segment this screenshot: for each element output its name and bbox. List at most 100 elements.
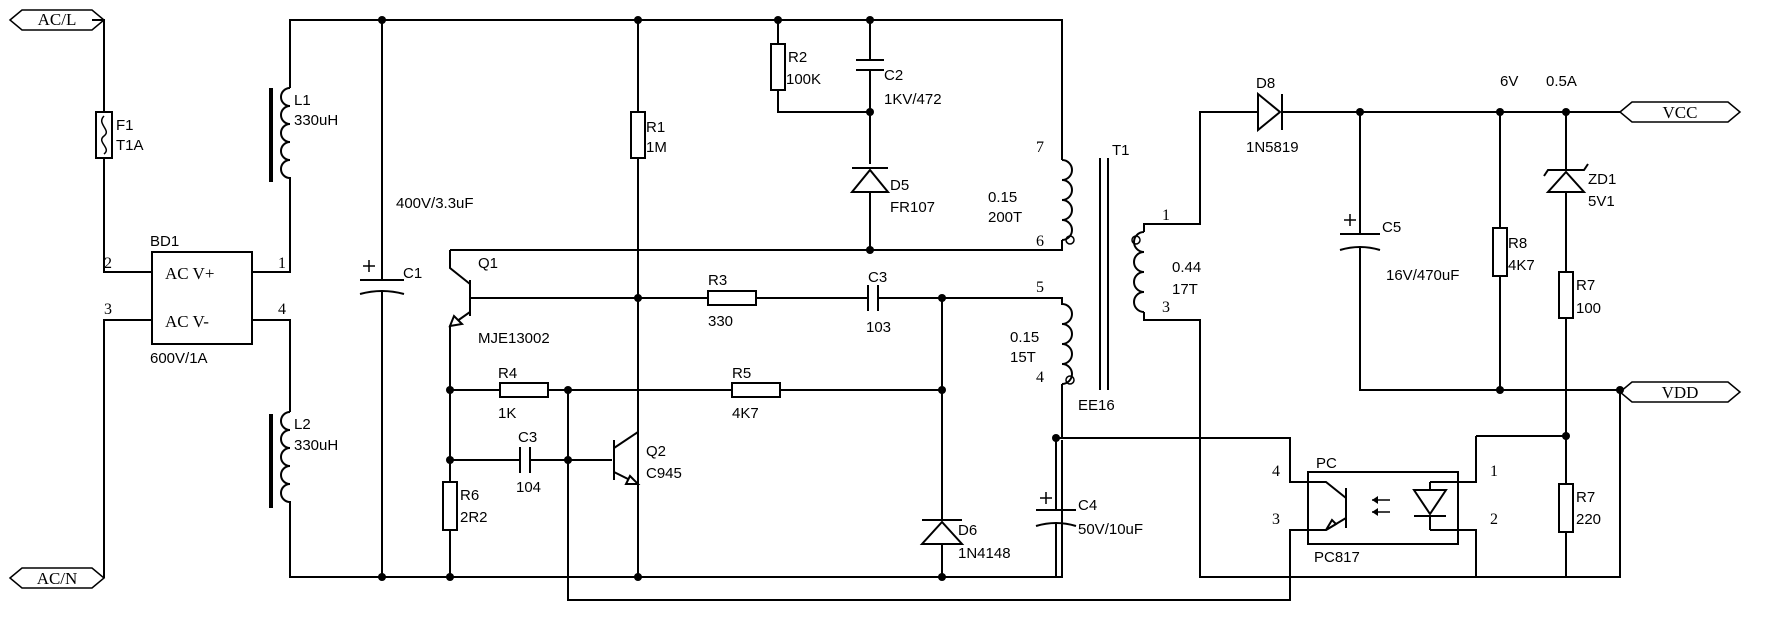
capacitor-c4-value: 50V/10uF [1078,521,1143,538]
resistor-r7a-ref: R7 [1576,277,1595,294]
bridge-rectifier-bd1: BD1 AC V+ AC V- 600V/1A 2 3 1 4 [104,233,286,367]
resistor-r2-ref: R2 [788,49,807,66]
diode-d5-value: FR107 [890,199,935,216]
capacitor-c2: C2 1KV/472 [856,59,942,108]
resistor-r3-ref: R3 [708,272,727,289]
diode-d5-ref: D5 [890,177,909,194]
junction-dots [378,16,1624,581]
transformer-t1: 7 6 5 4 1 3 T1 EE16 0.15 200T 0.15 15T 0… [450,111,1620,578]
feedback-line [638,297,943,577]
t1-pin7: 7 [1036,139,1044,156]
resistor-r5-value: 4K7 [732,405,759,422]
inductor-l2-ref: L2 [294,416,311,433]
resistor-r5: R5 4K7 [731,365,781,422]
resistor-r8-value: 4K7 [1508,257,1535,274]
capacitor-c1-value: 400V/3.3uF [396,195,474,212]
opto-pin4: 4 [1272,463,1280,480]
zener-zd1-value: 5V1 [1588,193,1615,210]
fuse-f1-value: T1A [116,137,144,154]
terminal-ac-n-label: AC/N [37,569,78,588]
resistor-r1-value: 1M [646,139,667,156]
opto-pin3: 3 [1272,511,1280,528]
terminal-vdd-label: VDD [1662,383,1699,402]
resistor-r1: R1 1M [630,20,667,577]
capacitor-c3b-ref: C3 [518,429,537,446]
transistor-q2: Q2 C945 [567,390,1308,601]
inductor-l1-value: 330uH [294,112,338,129]
bridge-line1: AC V+ [165,264,214,283]
optocoupler-part: PC817 [1314,549,1360,566]
resistor-r6: R6 2R2 [442,459,612,531]
bridge-pin4: 4 [278,301,286,318]
capacitor-c3b-value: 104 [516,479,541,496]
resistor-r2-value: 100K [786,71,821,88]
terminal-vcc: VCC [1618,101,1742,123]
transistor-q1-ref: Q1 [478,255,498,272]
resistor-r4-value: 1K [498,405,516,422]
t1-primary-turns: 200T [988,209,1022,226]
wires-input [92,19,1063,578]
bridge-ref: BD1 [150,233,179,250]
t1-pin5: 5 [1036,279,1044,296]
t1-aux-turns: 15T [1010,349,1036,366]
opto-pin2: 2 [1490,511,1498,528]
t1-primary-wire: 0.15 [988,189,1017,206]
optocoupler-pc817: PC PC817 4 3 1 2 [1272,436,1498,566]
t1-pin6: 6 [1036,233,1044,250]
terminal-vcc-label: VCC [1663,103,1698,122]
resistor-r1-ref: R1 [646,119,665,136]
resistor-r4-ref: R4 [498,365,517,382]
t1-secondary-wire: 0.44 [1172,259,1201,276]
transistor-q1-value: MJE13002 [478,330,550,347]
resistor-r3: R3 330 [707,272,757,330]
resistor-r8: R8 4K7 [1492,112,1535,390]
t1-pin1: 1 [1162,207,1170,224]
capacitor-c4: C4 50V/10uF [1035,437,1308,577]
diode-d6: D6 1N4148 [919,390,1011,562]
output-voltage: 6V [1500,73,1518,90]
capacitor-c1: C1 400V/3.3uF [359,20,474,577]
capacitor-c3-103: C3 103 [866,269,891,336]
t1-pin4: 4 [1036,369,1044,386]
t1-secondary-turns: 17T [1172,281,1198,298]
inductor-l2-value: 330uH [294,437,338,454]
resistor-r5-ref: R5 [732,365,751,382]
capacitor-c5-ref: C5 [1382,219,1401,236]
terminal-ac-l: AC/L [8,9,106,31]
diode-d6-ref: D6 [958,522,977,539]
resistor-r3-value: 330 [708,313,733,330]
resistor-r7b-ref: R7 [1576,489,1595,506]
terminal-ac-n: AC/N [8,567,106,589]
bridge-pin2: 2 [104,255,112,272]
diode-d6-value: 1N4148 [958,545,1011,562]
output-current: 0.5A [1546,73,1577,90]
capacitor-c3a-ref: C3 [868,269,887,286]
opto-pin1: 1 [1490,463,1498,480]
capacitor-c1-ref: C1 [403,265,422,282]
bridge-line2: AC V- [165,312,209,331]
zener-zd1-ref: ZD1 [1588,171,1616,188]
terminal-ac-l-label: AC/L [38,10,77,29]
resistor-r7b-value: 220 [1576,511,1601,528]
fuse-f1-ref: F1 [116,117,134,134]
resistor-r6-ref: R6 [460,487,479,504]
inductor-l2: L2 330uH [269,411,338,512]
resistor-r4: R4 1K [498,365,549,422]
capacitor-c2-ref: C2 [884,67,903,84]
capacitor-c4-ref: C4 [1078,497,1097,514]
transistor-q1: Q1 MJE13002 [448,250,638,577]
bridge-pin1: 1 [278,255,286,272]
resistor-r7a-value: 100 [1576,300,1601,317]
zener-zd1: ZD1 5V1 [1543,112,1616,436]
bridge-rating: 600V/1A [150,350,208,367]
terminal-vdd: VDD [1618,381,1742,403]
resistor-r7-100: R7 100 [1558,271,1601,319]
bridge-pin3: 3 [104,301,112,318]
diode-d8: D8 1N5819 [1246,75,1620,156]
resistor-r8-ref: R8 [1508,235,1527,252]
capacitor-c5-value: 16V/470uF [1386,267,1459,284]
t1-ref: T1 [1112,142,1130,159]
diode-d5: D5 FR107 [849,167,935,216]
resistor-r2: R2 100K [770,43,821,91]
